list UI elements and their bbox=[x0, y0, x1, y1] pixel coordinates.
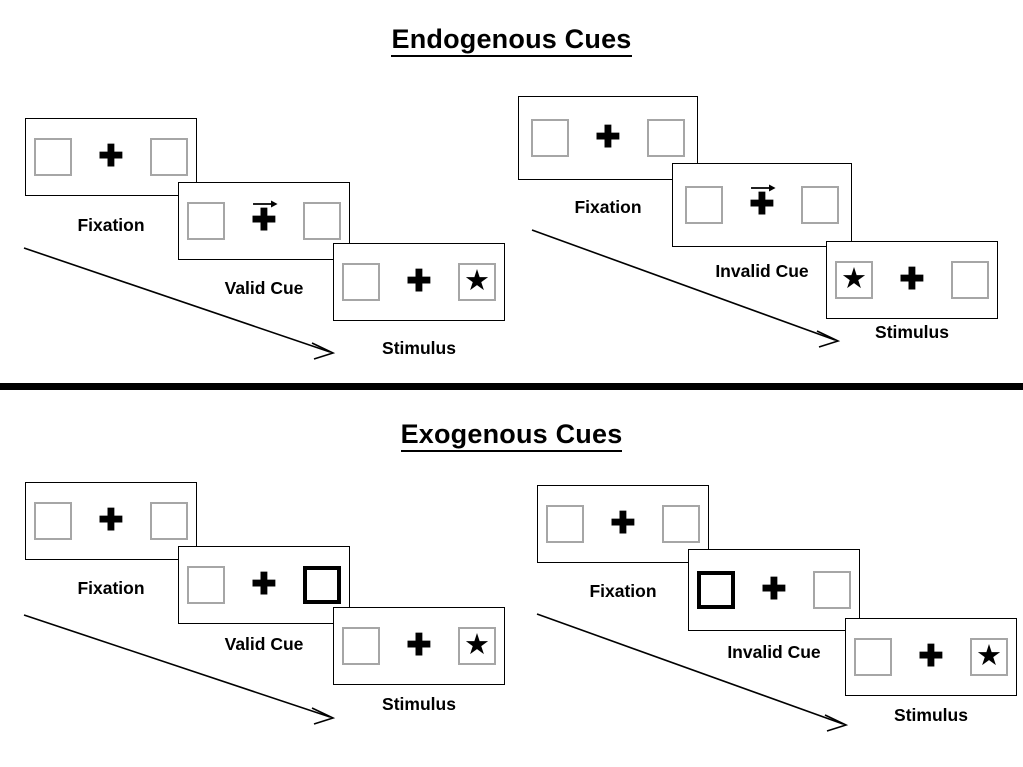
fixation-wrap: ✚ bbox=[916, 635, 946, 679]
section-title-endogenous: Endogenous Cues bbox=[0, 24, 1023, 57]
stimulus-box-right: ★ bbox=[458, 263, 496, 301]
fixation-wrap: ✚ bbox=[759, 568, 789, 612]
fixation-cross-icon: ✚ bbox=[406, 629, 432, 662]
section-endogenous-cues: Endogenous Cues ✚ Fixation ✚ bbox=[0, 24, 1023, 360]
panel-label-exogenous-invalid-cue: Invalid Cue bbox=[727, 642, 821, 662]
panel-inner: ✚ ★ bbox=[854, 635, 1008, 679]
panel-inner: ✚ bbox=[187, 199, 341, 243]
fixation-wrap: ✚ bbox=[593, 116, 623, 160]
star-icon: ★ bbox=[464, 628, 490, 661]
panel-inner: ★ ✚ bbox=[835, 258, 989, 302]
stimulus-box-left bbox=[854, 638, 892, 676]
panel-label-endogenous-invalid-cue: Invalid Cue bbox=[715, 261, 809, 281]
stimulus-box-left bbox=[34, 502, 72, 540]
panel-label-endogenous-invalid-stimulus: Stimulus bbox=[875, 322, 949, 342]
cue-arrow-right-icon bbox=[751, 184, 776, 192]
fixation-wrap: ✚ bbox=[249, 563, 279, 607]
flow-arrow-exogenous-valid bbox=[23, 614, 336, 725]
stimulus-box-right bbox=[662, 505, 700, 543]
panel-endogenous-valid-stimulus: ✚ ★ bbox=[333, 243, 505, 321]
section-title-exogenous: Exogenous Cues bbox=[0, 419, 1023, 452]
panel-endogenous-valid-cue: ✚ bbox=[178, 182, 350, 260]
panel-inner: ✚ bbox=[187, 563, 341, 607]
panel-label-exogenous-valid-fixation: Fixation bbox=[77, 578, 145, 598]
panel-inner: ✚ ★ bbox=[342, 624, 496, 668]
stimulus-box-left bbox=[685, 186, 723, 224]
panel-label-endogenous-invalid-fixation: Fixation bbox=[574, 197, 642, 217]
panel-label-exogenous-invalid-stimulus: Stimulus bbox=[894, 705, 968, 725]
stimulus-box-left bbox=[342, 263, 380, 301]
fixation-wrap: ✚ bbox=[404, 260, 434, 304]
panel-endogenous-invalid-stimulus: ★ ✚ bbox=[826, 241, 998, 319]
panel-label-exogenous-valid-cue: Valid Cue bbox=[224, 634, 304, 654]
stimulus-box-left bbox=[187, 566, 225, 604]
fixation-wrap: ✚ bbox=[747, 183, 777, 227]
stimulus-box-right bbox=[951, 261, 989, 299]
fixation-cross-icon: ✚ bbox=[251, 568, 277, 601]
fixation-cross-icon: ✚ bbox=[98, 140, 124, 173]
panel-exogenous-invalid-stimulus: ✚ ★ bbox=[845, 618, 1017, 696]
panel-exogenous-invalid-cue: ✚ bbox=[688, 549, 860, 631]
panel-exogenous-invalid-fixation: ✚ bbox=[537, 485, 709, 563]
stimulus-box-right bbox=[303, 202, 341, 240]
stimulus-box-right bbox=[813, 571, 851, 609]
stimulus-box-right bbox=[150, 138, 188, 176]
stimulus-box-left bbox=[546, 505, 584, 543]
fixation-wrap: ✚ bbox=[96, 499, 126, 543]
fixation-cross-icon: ✚ bbox=[595, 121, 621, 154]
fixation-cross-icon: ✚ bbox=[761, 573, 787, 606]
fixation-cross-icon: ✚ bbox=[610, 507, 636, 540]
panel-inner: ✚ bbox=[546, 502, 700, 546]
section-divider bbox=[0, 383, 1023, 390]
panel-label-endogenous-valid-fixation: Fixation bbox=[77, 215, 145, 235]
stimulus-box-right bbox=[801, 186, 839, 224]
panel-endogenous-invalid-fixation: ✚ bbox=[518, 96, 698, 180]
stimulus-box-left bbox=[187, 202, 225, 240]
stimulus-box-left bbox=[342, 627, 380, 665]
panel-label-endogenous-valid-cue: Valid Cue bbox=[224, 278, 304, 298]
fixation-wrap: ✚ bbox=[897, 258, 927, 302]
fixation-cross-icon: ✚ bbox=[251, 204, 277, 237]
panel-inner: ✚ bbox=[697, 568, 851, 612]
panel-endogenous-invalid-cue: ✚ bbox=[672, 163, 852, 247]
fixation-cross-icon: ✚ bbox=[749, 188, 775, 221]
panel-label-exogenous-invalid-fixation: Fixation bbox=[589, 581, 657, 601]
panel-label-endogenous-valid-stimulus: Stimulus bbox=[382, 338, 456, 358]
section-title-endogenous-text: Endogenous Cues bbox=[391, 24, 632, 57]
fixation-wrap: ✚ bbox=[608, 502, 638, 546]
stimulus-box-right-cued bbox=[303, 566, 341, 604]
section-exogenous-cues: Exogenous Cues ✚ Fixation ✚ Valid Cue bbox=[0, 392, 1023, 767]
panel-label-exogenous-valid-stimulus: Stimulus bbox=[382, 694, 456, 714]
panel-inner: ✚ ★ bbox=[342, 260, 496, 304]
stimulus-box-right: ★ bbox=[458, 627, 496, 665]
panel-endogenous-valid-fixation: ✚ bbox=[25, 118, 197, 196]
panel-inner: ✚ bbox=[531, 116, 685, 160]
stimulus-box-right bbox=[150, 502, 188, 540]
fixation-cross-icon: ✚ bbox=[918, 640, 944, 673]
fixation-wrap: ✚ bbox=[249, 199, 279, 243]
panel-exogenous-valid-fixation: ✚ bbox=[25, 482, 197, 560]
section-title-exogenous-text: Exogenous Cues bbox=[400, 419, 623, 452]
fixation-cross-icon: ✚ bbox=[406, 265, 432, 298]
panel-exogenous-valid-cue: ✚ bbox=[178, 546, 350, 624]
cue-arrow-right-icon bbox=[253, 200, 278, 208]
stimulus-box-left bbox=[34, 138, 72, 176]
star-icon: ★ bbox=[976, 639, 1002, 672]
stimulus-box-right: ★ bbox=[970, 638, 1008, 676]
panel-exogenous-valid-stimulus: ✚ ★ bbox=[333, 607, 505, 685]
stimulus-box-right bbox=[647, 119, 685, 157]
stimulus-box-left-cued bbox=[697, 571, 735, 609]
stimulus-box-left: ★ bbox=[835, 261, 873, 299]
stimulus-box-left bbox=[531, 119, 569, 157]
fixation-cross-icon: ✚ bbox=[98, 504, 124, 537]
fixation-wrap: ✚ bbox=[404, 624, 434, 668]
star-icon: ★ bbox=[841, 262, 867, 295]
star-icon: ★ bbox=[464, 264, 490, 297]
fixation-cross-icon: ✚ bbox=[899, 263, 925, 296]
panel-inner: ✚ bbox=[34, 135, 188, 179]
panel-inner: ✚ bbox=[685, 183, 839, 227]
panel-inner: ✚ bbox=[34, 499, 188, 543]
fixation-wrap: ✚ bbox=[96, 135, 126, 179]
